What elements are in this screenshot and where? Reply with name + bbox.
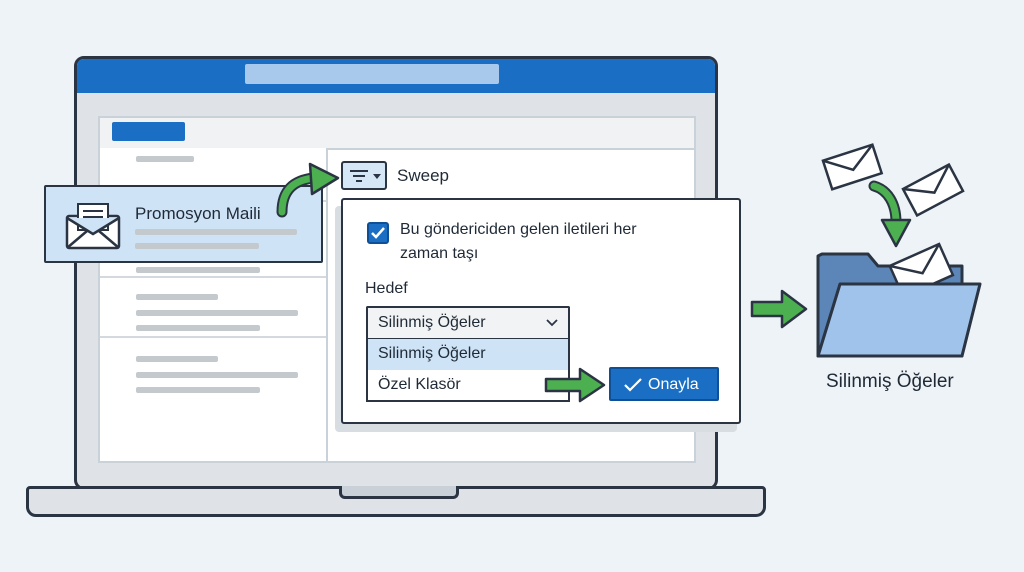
checkmark-icon (624, 378, 642, 392)
arrow-icon (544, 367, 606, 403)
app-header (100, 118, 694, 150)
target-folder-select[interactable]: Silinmiş Öğeler (366, 306, 570, 338)
address-bar[interactable] (245, 64, 499, 84)
envelope-icon (65, 203, 121, 250)
envelope-icon (821, 143, 884, 191)
email-subject: Promosyon Maili (135, 204, 261, 223)
selected-value: Silinmiş Öğeler (378, 314, 486, 331)
always-move-checkbox[interactable] (367, 222, 389, 244)
sweep-dialog: Bu göndericiden gelen iletileri her zama… (341, 198, 741, 424)
new-mail-button[interactable] (112, 122, 185, 141)
sweep-label: Sweep (397, 166, 449, 185)
target-label: Hedef (365, 280, 408, 297)
arrow-icon (750, 289, 808, 329)
browser-titlebar (77, 59, 715, 93)
chevron-down-icon (373, 174, 381, 179)
laptop-notch (339, 486, 459, 499)
folder-icon (816, 242, 982, 358)
destination-folder-label: Silinmiş Öğeler (826, 371, 954, 392)
list-item[interactable] (100, 338, 326, 398)
list-item[interactable] (100, 278, 326, 338)
envelope-icon (901, 162, 965, 218)
arrow-icon (276, 162, 340, 218)
selected-email-card[interactable]: Promosyon Maili (44, 185, 323, 263)
laptop-base (26, 486, 766, 517)
option-label: Özel Klasör (378, 376, 461, 393)
dropdown-option-custom-folder[interactable]: Özel Klasör (366, 370, 570, 402)
option-label: Silinmiş Öğeler (378, 345, 486, 362)
sweep-button[interactable] (341, 161, 387, 190)
arrow-icon (868, 180, 912, 248)
confirm-button[interactable]: Onayla (609, 367, 719, 401)
checkbox-label: Bu göndericiden gelen iletileri her zama… (400, 221, 637, 262)
chevron-down-icon (546, 319, 558, 327)
checkmark-icon (371, 227, 385, 239)
dropdown-option-deleted-items[interactable]: Silinmiş Öğeler (366, 338, 570, 370)
confirm-label: Onayla (648, 376, 699, 393)
filter-icon (350, 170, 368, 182)
